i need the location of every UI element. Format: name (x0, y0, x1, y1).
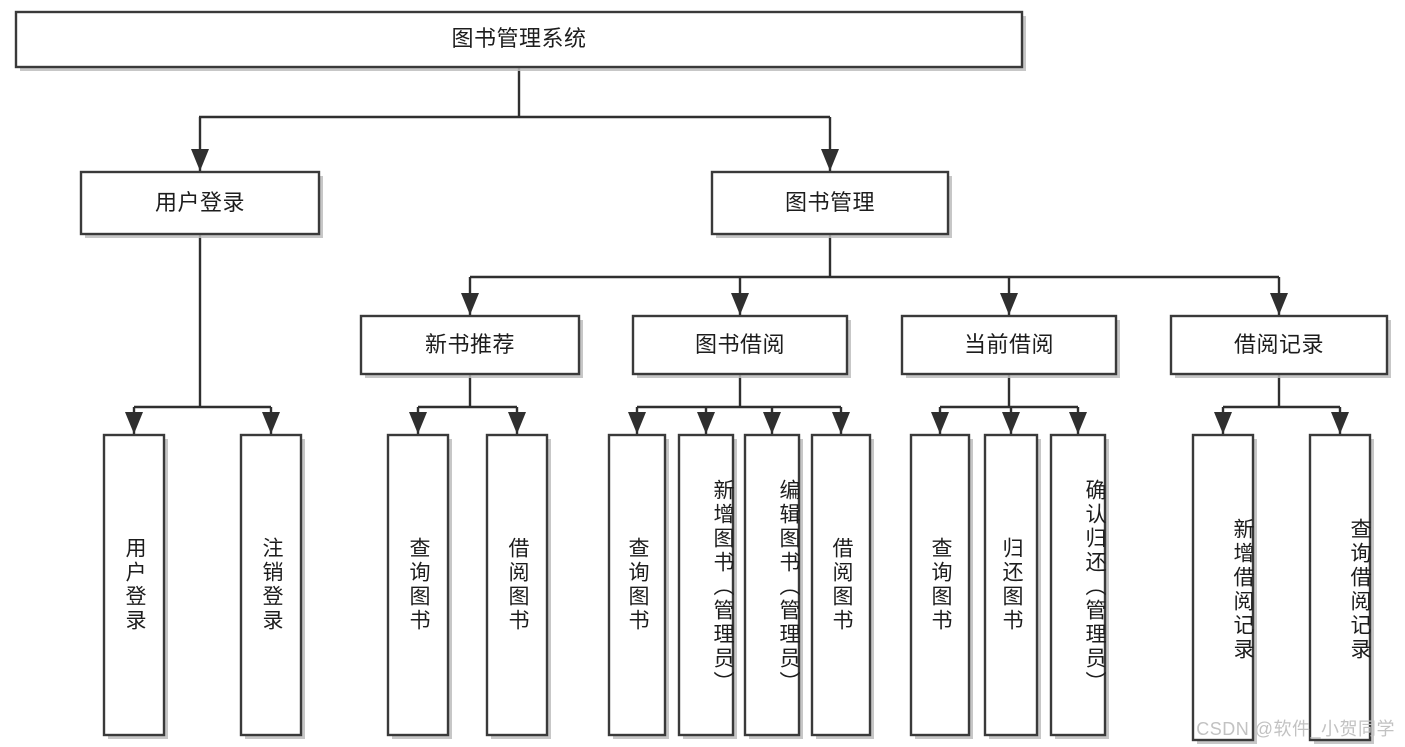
node-box-leaf-record-query[interactable] (1308, 433, 1372, 742)
node-boxes (14, 10, 1391, 744)
node-box-leaf-current-return-book[interactable] (983, 433, 1039, 737)
arrow-head-icon (731, 293, 749, 315)
arrow-head-icon (461, 293, 479, 315)
node-box-leaf-current-confirm-return[interactable] (1049, 433, 1107, 737)
node-box-leaf-borrow-add-book[interactable] (677, 433, 735, 737)
node-box-user-login[interactable] (79, 170, 321, 236)
node-box-current-borrow[interactable] (900, 314, 1118, 376)
node-box-leaf-current-query-book[interactable] (909, 433, 971, 737)
arrow-head-icon (763, 412, 781, 434)
node-box-leaf-borrow-borrow-book[interactable] (810, 433, 872, 737)
node-box-leaf-borrow-query-book[interactable] (607, 433, 667, 737)
arrow-head-icon (1214, 412, 1232, 434)
node-box-book-manage[interactable] (710, 170, 950, 236)
arrow-head-icon (508, 412, 526, 434)
arrow-head-icon (1270, 293, 1288, 315)
arrow-head-icon (697, 412, 715, 434)
arrow-head-icon (1000, 293, 1018, 315)
arrow-head-icon (262, 412, 280, 434)
node-box-leaf-recommend-borrow-book[interactable] (485, 433, 549, 737)
arrow-head-icon (821, 149, 839, 171)
node-box-new-book-recommend[interactable] (359, 314, 581, 376)
node-box-book-borrow[interactable] (631, 314, 849, 376)
arrow-head-icon (1331, 412, 1349, 434)
node-box-leaf-user-login[interactable] (102, 433, 166, 737)
arrow-head-icon (191, 149, 209, 171)
node-box-leaf-recommend-query-book[interactable] (386, 433, 450, 737)
node-box-leaf-borrow-edit-book[interactable] (743, 433, 801, 737)
arrow-head-icon (1002, 412, 1020, 434)
arrow-head-icon (1069, 412, 1087, 434)
arrow-head-icon (125, 412, 143, 434)
node-box-root[interactable] (14, 10, 1024, 69)
arrow-head-icon (931, 412, 949, 434)
arrow-head-icon (832, 412, 850, 434)
node-box-leaf-user-logout[interactable] (239, 433, 303, 737)
arrow-head-icon (628, 412, 646, 434)
node-box-borrow-record[interactable] (1169, 314, 1389, 376)
arrow-head-icon (409, 412, 427, 434)
connector-lines (125, 67, 1349, 434)
node-box-leaf-record-add[interactable] (1191, 433, 1255, 742)
